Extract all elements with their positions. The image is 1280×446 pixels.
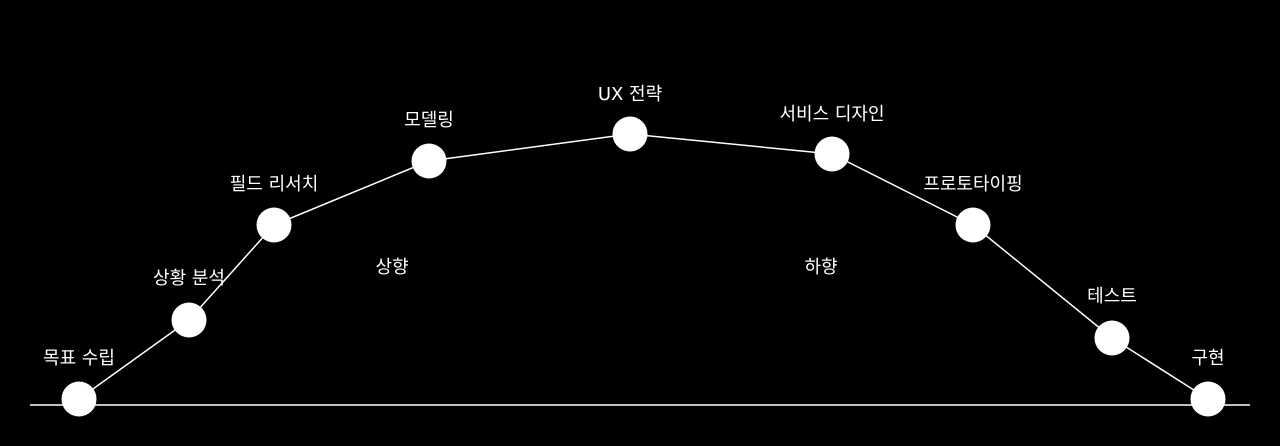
stage-node-service-design	[814, 136, 850, 172]
stage-label-ux-strategy: UX 전략	[598, 84, 662, 105]
stage-label-prototyping: 프로토타이핑	[923, 174, 1022, 195]
connector-goal-setting-to-situation-analysis	[78, 319, 190, 400]
stage-node-test	[1094, 320, 1130, 356]
stage-labels: 목표 수립 상황 분석 필드 리서치 모델링 UX 전략 서비스 디자인 프로토…	[43, 84, 1225, 369]
stage-label-modeling: 모델링	[404, 110, 454, 131]
stage-node-prototyping	[955, 207, 991, 243]
stage-node-goal-setting	[61, 381, 97, 417]
stage-node-ux-strategy	[612, 116, 648, 152]
stage-nodes	[61, 116, 1226, 417]
stage-node-field-research	[256, 207, 292, 243]
connector-field-research-to-modeling	[273, 160, 430, 226]
stage-label-implementation: 구현	[1191, 348, 1224, 369]
stage-node-implementation	[1190, 381, 1226, 417]
stage-label-situation-analysis: 상황 분석	[153, 268, 225, 289]
stage-label-goal-setting: 목표 수립	[43, 348, 115, 369]
connector-ux-strategy-to-service-design	[629, 133, 833, 155]
connector-lines	[78, 133, 1209, 400]
stage-label-service-design: 서비스 디자인	[779, 104, 884, 125]
connector-service-design-to-prototyping	[831, 153, 974, 226]
connector-situation-analysis-to-field-research	[188, 224, 275, 321]
stage-label-field-research: 필드 리서치	[230, 174, 319, 195]
phase-label-descending: 하향	[804, 257, 837, 278]
phase-label-ascending: 상향	[375, 257, 408, 278]
stage-node-situation-analysis	[171, 302, 207, 338]
stage-node-modeling	[411, 143, 447, 179]
connector-prototyping-to-test	[972, 224, 1113, 339]
connector-modeling-to-ux-strategy	[428, 133, 631, 162]
connector-test-to-implementation	[1111, 337, 1209, 400]
stage-label-test: 테스트	[1087, 286, 1137, 307]
